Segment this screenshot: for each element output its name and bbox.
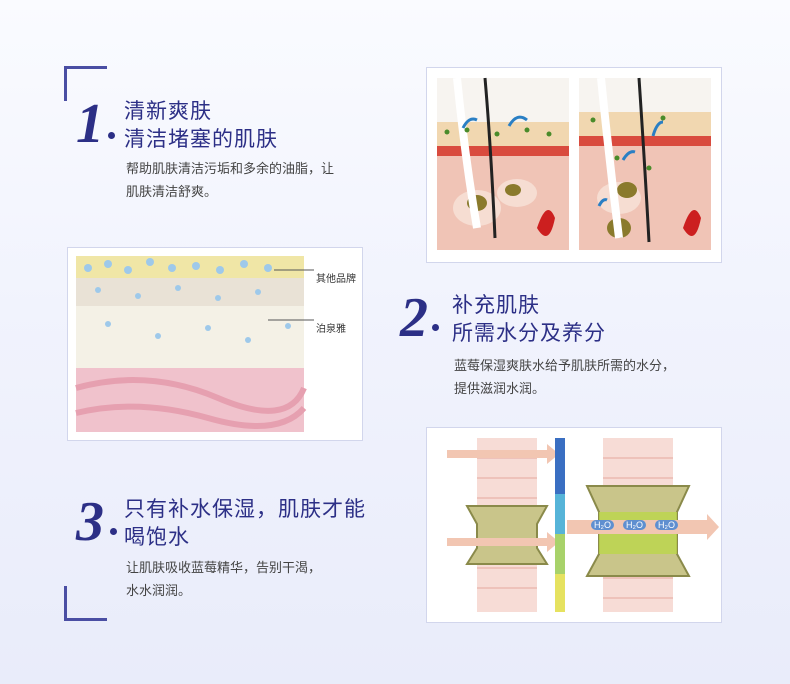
section-title-line: 喝饱水 [124,526,190,549]
number-dot [432,324,439,331]
pore-cleaning-graphic [437,77,711,250]
label-other-brand: 其他品牌 [316,274,356,285]
pore-cleaning-illustration [426,67,722,263]
section-desc-line: 提供滋润水润。 [454,381,546,396]
decorative-bracket-top [64,66,107,101]
number-dot [110,528,117,535]
section-desc-line: 蓝莓保湿爽肤水给予肌肤所需的水分， [454,358,676,373]
section-title-line: 只有补水保湿，肌肤才能 [124,498,366,521]
water-absorption-graphic [435,436,719,614]
section-title-line: 补充肌肤 [452,294,540,317]
section-desc-line: 肌肤清洁舒爽。 [126,184,218,199]
section-desc-line: 帮助肌肤清洁污垢和多余的油脂，让 [126,161,335,176]
number-dot [108,132,115,139]
section-number: 2 [400,287,428,349]
decorative-bracket-bottom [64,586,107,621]
water-molecule-label: H₂O [623,520,646,530]
skin-layer-graphic [75,256,314,432]
water-absorption-illustration: H₂O H₂O H₂O [426,427,722,623]
section-number: 1 [76,93,104,155]
section-number: 3 [76,491,104,553]
skin-layer-illustration: 其他品牌 泊泉雅 [67,247,363,441]
section-title-line: 所需水分及养分 [452,322,606,345]
section-title-line: 清新爽肤 [124,100,212,123]
section-desc-line: 水水润润。 [126,583,192,598]
label-our-brand: 泊泉雅 [316,324,346,335]
section-title-line: 清洁堵塞的肌肤 [124,128,278,151]
section-desc-line: 让肌肤吸收蓝莓精华，告别干渴， [126,560,322,575]
water-molecule-label: H₂O [655,520,678,530]
water-molecule-label: H₂O [591,520,614,530]
